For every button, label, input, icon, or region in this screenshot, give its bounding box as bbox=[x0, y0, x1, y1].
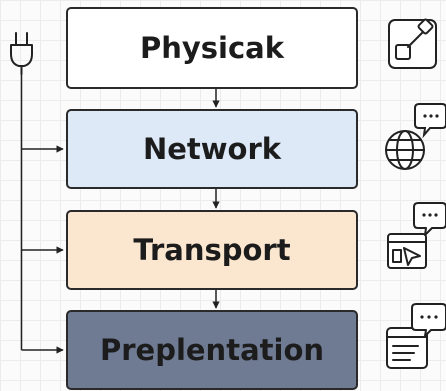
power-plug-icon bbox=[10, 32, 33, 75]
layer-box-physical: Physicak bbox=[66, 7, 358, 89]
wired-plug-icon bbox=[388, 18, 437, 69]
document-chat-icon bbox=[386, 303, 446, 369]
layer-label-network: Network bbox=[142, 132, 282, 166]
globe-chat-icon bbox=[385, 103, 446, 170]
layer-box-network: Network bbox=[66, 109, 358, 189]
layer-box-transport: Transport bbox=[66, 210, 358, 290]
layer-box-presentation: Preplentation bbox=[66, 310, 358, 390]
layer-label-transport: Transport bbox=[133, 233, 291, 267]
layer-label-presentation: Preplentation bbox=[99, 333, 325, 367]
window-cursor-icon bbox=[387, 202, 446, 269]
layer-label-physical: Physicak bbox=[139, 31, 285, 65]
source-connector bbox=[20, 74, 64, 354]
